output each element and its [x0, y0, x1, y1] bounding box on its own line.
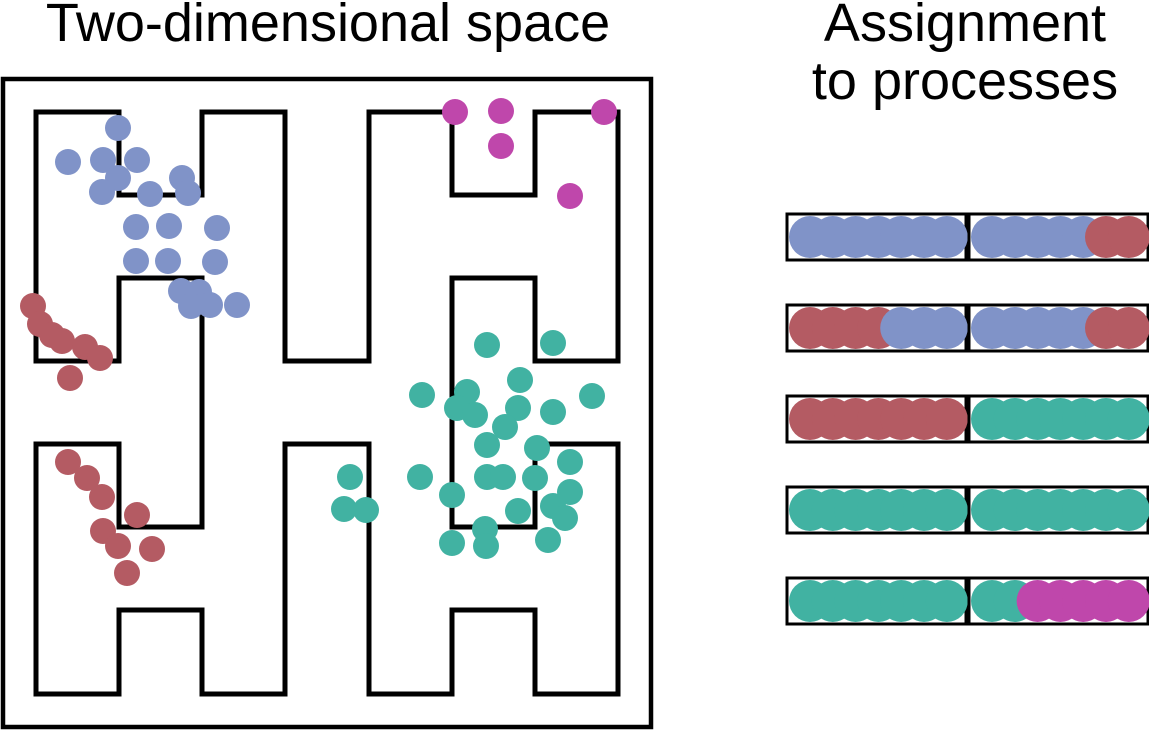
scatter-point-teal [473, 533, 499, 559]
scatter-point-blue [105, 115, 131, 141]
process-dot-red [925, 398, 968, 440]
scatter-point-teal [557, 449, 583, 475]
scatter-point-blue [178, 293, 204, 319]
scatter-point-red [49, 328, 75, 354]
scatter-point-red [55, 449, 81, 475]
scatter-point-red [124, 502, 150, 528]
scatter-point-teal [505, 498, 531, 524]
process-dot-teal [1107, 489, 1149, 531]
right-panel-title: Assignment to processes [781, 0, 1149, 110]
process-dot-teal [1107, 398, 1149, 440]
scatter-point-teal [462, 402, 488, 428]
process-dot-red [1107, 307, 1149, 349]
scatter-point-teal [492, 414, 518, 440]
space-filling-curve [33, 109, 621, 697]
scatter-point-blue [123, 214, 149, 240]
scatter-point-teal [353, 497, 379, 523]
scatter-point-magenta [488, 98, 514, 124]
scatter-point-teal [552, 505, 578, 531]
scatter-point-red [74, 465, 100, 491]
scatter-point-magenta [591, 99, 617, 125]
domain-boundary [0, 76, 654, 730]
scatter-point-teal [409, 382, 435, 408]
scatter-point-teal [439, 482, 465, 508]
scatter-point-blue [89, 179, 115, 205]
scatter-point-blue [124, 147, 150, 173]
scatter-point-blue [175, 180, 201, 206]
process-dot-teal [925, 489, 968, 531]
left-panel-title: Two-dimensional space [45, 0, 611, 53]
scatter-point-blue [90, 147, 116, 173]
scatter-point-teal [337, 464, 363, 490]
scatter-point-teal [439, 530, 465, 556]
process-dot-red [1107, 216, 1149, 258]
scatter-point-red [114, 560, 140, 586]
scatter-point-teal [474, 332, 500, 358]
process-dot-blue [925, 307, 968, 349]
right-panel-title-line2: to processes [811, 51, 1119, 111]
process-dot-teal [925, 580, 968, 622]
process-dot-blue [925, 216, 968, 258]
scatter-point-teal [522, 465, 548, 491]
scatter-point-teal [505, 395, 531, 421]
scatter-point-teal [579, 383, 605, 409]
scatter-point-red [57, 365, 83, 391]
scatter-point-teal [524, 435, 550, 461]
scatter-point-red [89, 484, 115, 510]
process-dot-magenta [1107, 580, 1149, 622]
scatter-point-blue [137, 181, 163, 207]
scatter-point-teal [535, 527, 561, 553]
scatter-point-blue [224, 292, 250, 318]
scatter-point-teal [540, 330, 566, 356]
scatter-point-red [87, 345, 113, 371]
scatter-point-blue [204, 215, 230, 241]
scatter-point-blue [202, 249, 228, 275]
scatter-point-blue [55, 149, 81, 175]
scatter-point-red [139, 536, 165, 562]
scatter-point-teal [490, 464, 516, 490]
scatter-point-teal [331, 496, 357, 522]
scatter-point-teal [507, 367, 533, 393]
scatter-point-magenta [442, 99, 468, 125]
scatter-point-teal [540, 399, 566, 425]
scatter-point-red [105, 533, 131, 559]
scatter-point-teal [407, 464, 433, 490]
scatter-point-magenta [488, 133, 514, 159]
scatter-point-teal [474, 432, 500, 458]
scatter-point-blue [156, 213, 182, 239]
scatter-point-blue [155, 248, 181, 274]
scatter-point-magenta [557, 183, 583, 209]
scatter-point-blue [197, 292, 223, 318]
right-panel-title-line1: Assignment [823, 0, 1107, 53]
scatter-point-blue [123, 248, 149, 274]
